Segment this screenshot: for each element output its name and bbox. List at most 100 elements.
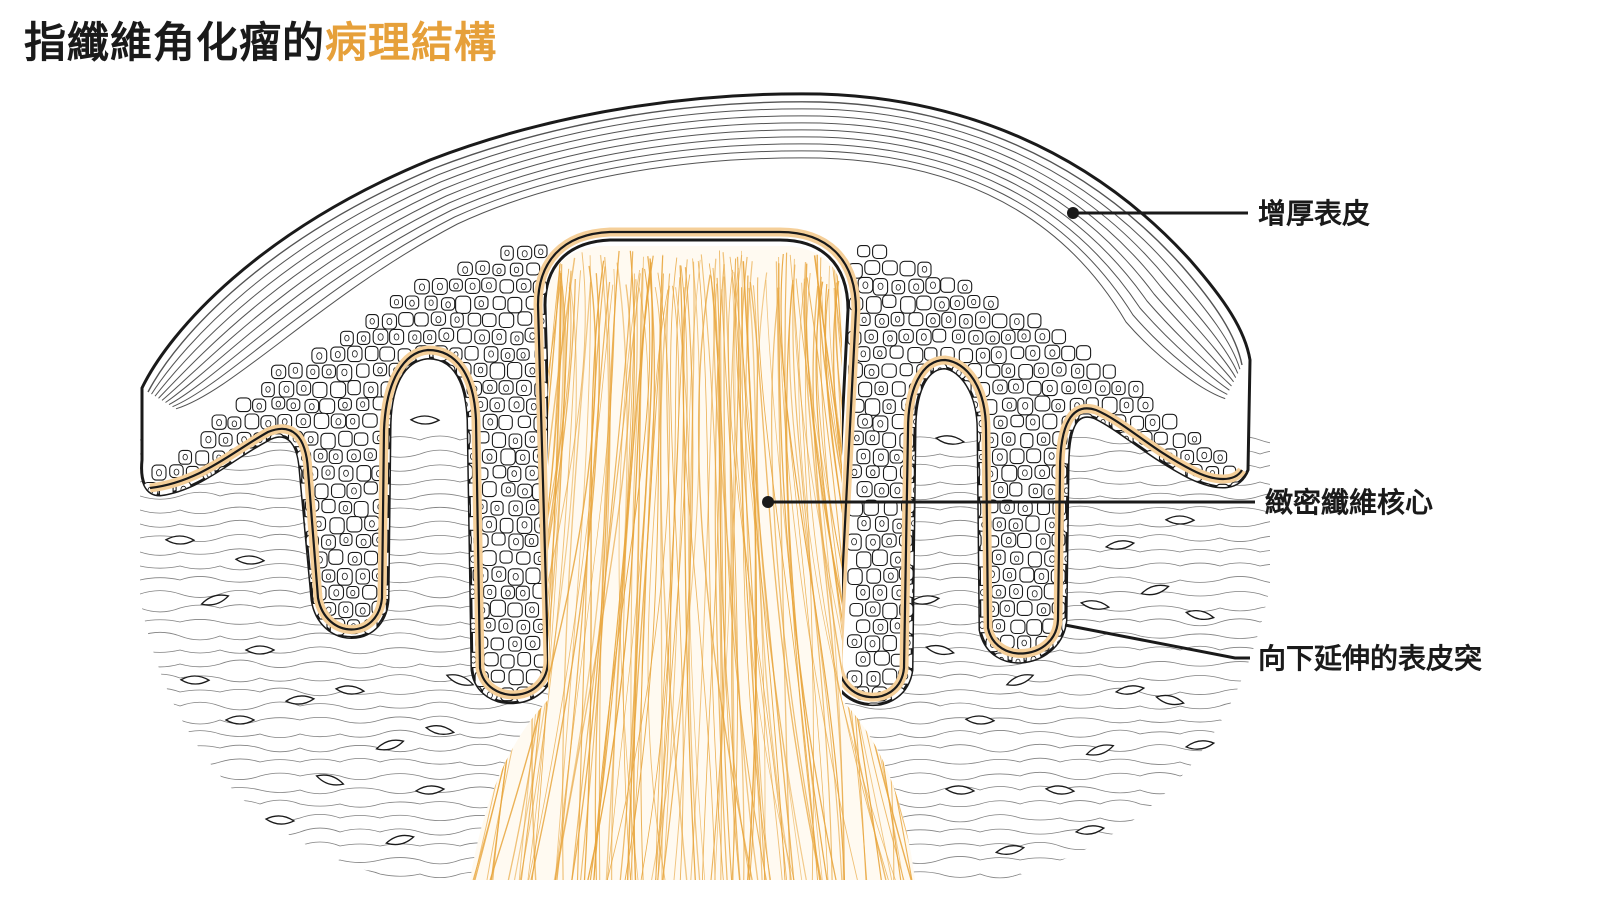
epidermal-cell [1002,567,1017,582]
epidermal-cell [144,517,159,534]
epidermal-cell [899,704,915,705]
cell-nucleus [956,333,962,340]
cell-nucleus [921,402,927,409]
epidermal-cell [525,465,540,481]
collagen-fiber [593,250,636,880]
epidermal-cell [364,345,379,362]
epidermal-cell [857,413,873,429]
epidermal-cell [423,362,440,380]
epidermal-cell [330,653,345,668]
cell-nucleus [368,386,374,394]
cell-nucleus [938,639,945,647]
cell-nucleus [1049,521,1055,529]
cell-nucleus [1041,436,1047,443]
epidermal-cell [396,416,412,433]
epidermal-cell [882,635,897,652]
cell-nucleus [172,571,179,579]
cell-nucleus [504,249,510,257]
cell-nucleus [1191,538,1197,546]
cell-nucleus [395,572,401,579]
collagen-fiber [784,252,821,880]
epidermal-cell [874,482,890,498]
epidermal-cell [985,364,1001,378]
epidermal-cell [917,432,931,446]
epidermal-cell [329,517,345,535]
cell-nucleus [1142,401,1149,410]
cell-nucleus [360,538,367,546]
cell-nucleus [1065,657,1071,665]
epidermal-cell [1112,585,1128,601]
cell-nucleus [181,554,187,561]
cell-nucleus [411,709,415,715]
epidermal-cell [880,703,897,705]
cell-nucleus [282,622,289,631]
epidermal-cell [414,517,428,531]
epidermal-cell [1213,620,1228,634]
epidermal-cell [406,600,422,615]
epidermal-cell [1213,549,1229,566]
epidermal-cell [498,618,513,633]
cell-nucleus [957,709,961,714]
fibroblast-nucleus [414,785,446,795]
cell-nucleus [265,420,272,428]
cell-nucleus [461,537,468,545]
epidermal-cell [433,448,448,464]
cell-nucleus [1117,555,1123,563]
epidermal-cell [882,330,898,347]
epidermal-cell [1213,450,1228,464]
cell-nucleus [343,536,349,544]
cell-nucleus [860,350,866,358]
epidermal-cell [1000,329,1016,345]
cell-nucleus [445,503,451,510]
epidermal-cell [1009,448,1025,465]
epidermal-cell [1026,619,1043,636]
cell-nucleus [1022,401,1029,410]
cell-nucleus [1091,573,1097,581]
cell-nucleus [444,537,450,545]
epidermal-cell [992,379,1008,395]
cell-nucleus [496,333,503,341]
epidermal-cell [321,364,337,379]
epidermal-cell [934,296,950,312]
cell-nucleus [282,590,288,597]
epidermal-cell [194,516,210,533]
cell-nucleus [351,453,357,461]
cell-nucleus [1100,520,1106,528]
epidermal-cell [1017,397,1034,416]
leader-lines [762,207,1255,660]
cell-nucleus [410,368,417,377]
epidermal-cell [916,464,932,480]
epidermal-cell [253,566,269,584]
epidermal-cell [482,413,498,431]
cell-nucleus [529,435,536,443]
epidermal-cell [932,328,947,343]
epidermal-cell [355,534,372,549]
epidermal-cell [440,567,456,584]
cell-nucleus [529,469,535,477]
cell-nucleus [199,657,205,664]
epidermal-cell [900,296,916,314]
epidermal-cell [355,703,370,705]
cell-nucleus [954,639,961,647]
epidermal-cell [296,617,312,634]
collagen-fiber [679,265,696,880]
cell-nucleus [1074,605,1080,612]
epidermal-cell [347,380,361,396]
collagen-fiber [757,277,818,880]
epidermal-cell [397,517,412,531]
cell-nucleus [869,434,876,442]
leader-line-rete [1064,623,1250,660]
collagen-fiber [659,254,664,880]
epidermal-cell [1051,329,1067,345]
cell-nucleus [953,402,959,410]
epidermal-cell [186,703,200,705]
epidermal-cell [440,364,456,379]
cell-nucleus [520,624,527,631]
epidermal-cell [237,635,253,649]
epidermal-cell [150,534,165,549]
epidermal-cell [255,671,269,685]
epidermal-cell [864,260,881,275]
collagen-fiber [580,257,611,880]
cell-nucleus [377,333,384,341]
cell-nucleus [1116,655,1123,663]
